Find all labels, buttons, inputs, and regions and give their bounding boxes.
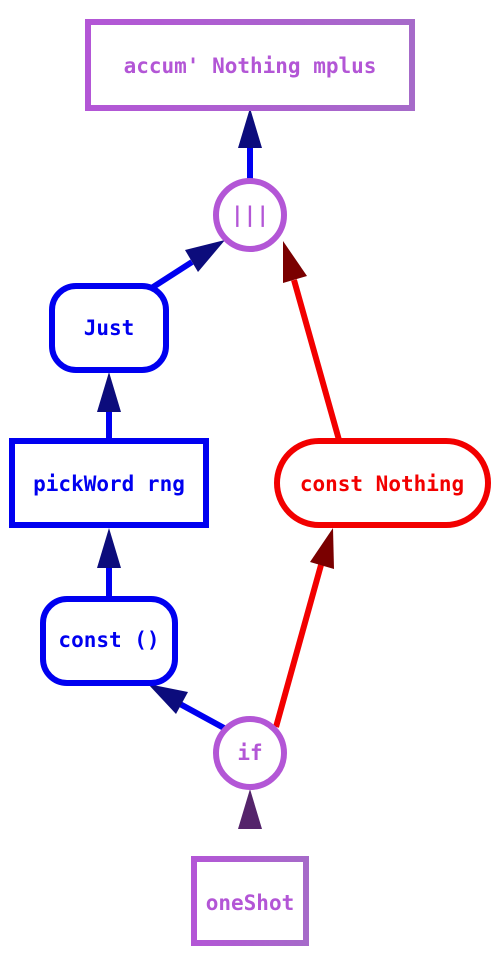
arrowhead-just (97, 372, 121, 412)
node-just-box (49, 283, 169, 373)
node-if-operator-circle (213, 716, 287, 790)
edges (106, 144, 342, 858)
node-accum-label: accum' Nothing mplus (124, 54, 377, 78)
node-const-nothing-label: const Nothing (300, 472, 464, 496)
arrowhead-constnothing (310, 528, 334, 569)
node-just[interactable]: Just (49, 283, 169, 373)
arrowhead-if (238, 789, 262, 829)
edge-if-to-constunit (178, 701, 226, 731)
node-pickword-label: pickWord rng (33, 472, 185, 496)
node-oneshot-label: oneShot (206, 891, 295, 915)
arrowhead-accum (238, 108, 262, 148)
arrowhead-or-from-just (185, 240, 225, 272)
node-accum[interactable]: accum' Nothing mplus (85, 19, 415, 111)
edge-just-to-or (148, 259, 194, 292)
arrowhead-pickword (97, 528, 121, 568)
node-pickword-box (9, 438, 209, 528)
node-or-operator-label: ||| (231, 203, 269, 228)
node-just-label: Just (84, 316, 135, 340)
nodes: accum' Nothing mplus ||| Just pickWord r… (9, 19, 491, 946)
node-const-unit[interactable]: const () (40, 596, 178, 686)
node-or-operator[interactable]: ||| (213, 178, 287, 252)
edge-const-nothing-to-or (291, 279, 342, 441)
node-const-nothing[interactable]: const Nothing (274, 438, 491, 528)
arrowhead-or-from-constnothing (283, 241, 307, 283)
node-const-unit-label: const () (58, 628, 159, 652)
node-const-unit-box (40, 596, 178, 686)
node-const-nothing-box (274, 438, 491, 528)
node-oneshot[interactable]: oneShot (191, 856, 309, 946)
edge-if-to-constnothing (273, 564, 324, 728)
node-if-operator-label: if (237, 741, 262, 765)
node-if-operator[interactable]: if (213, 716, 287, 790)
node-or-operator-circle (213, 178, 287, 252)
arrowhead-constunit (148, 684, 188, 714)
node-accum-box (85, 19, 415, 111)
arrowheads (97, 108, 334, 829)
node-pickword[interactable]: pickWord rng (9, 438, 209, 528)
node-oneshot-box (191, 856, 309, 946)
